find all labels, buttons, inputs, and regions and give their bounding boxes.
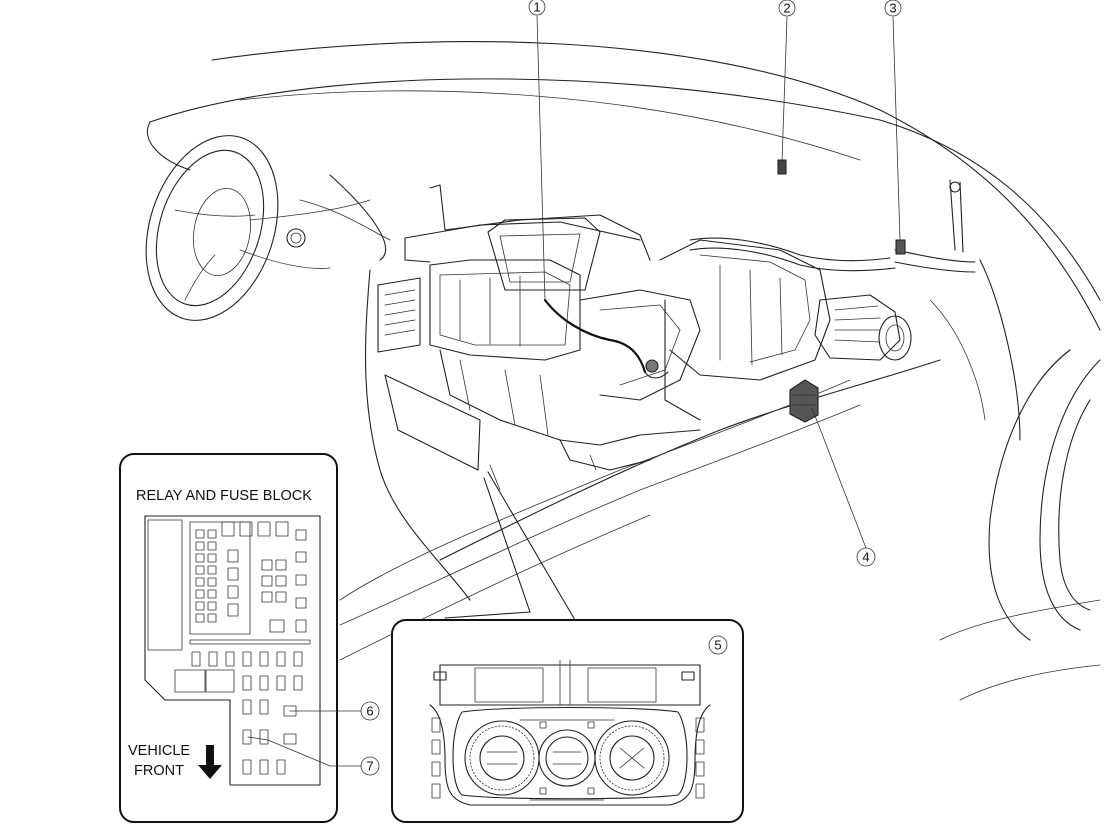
callout-2: 2 [778,0,796,17]
fan-knob [594,720,670,796]
callout-5: 5 [708,635,728,655]
vehicle-front-label-line1: VEHICLE [128,743,190,759]
leader-lines [536,15,901,549]
vehicle-front-arrow-icon [198,745,222,779]
callout-7: 7 [360,756,380,776]
callout-3-label: 3 [889,1,896,16]
zoom-connectors [444,471,607,621]
vehicle-front-label-line2: FRONT [134,763,184,779]
inset-relay-fuse-block: RELAY AND FUSE BLOCK [119,453,362,823]
callout-6-label: 6 [366,704,373,719]
callout-2-label: 2 [783,1,790,16]
relay-fuse-block-title: RELAY AND FUSE BLOCK [136,488,312,504]
inset-climate-control-unit [391,619,744,823]
callout-7-label: 7 [366,759,373,774]
callout-1-label: 1 [533,0,540,15]
callout-3: 3 [884,0,902,17]
fuse-array [191,521,307,775]
vehicle-body-outline [147,41,1101,701]
callout-1: 1 [528,0,546,16]
callout-4: 4 [856,547,876,567]
callout-5-label: 5 [714,638,721,653]
callout-6: 6 [360,701,380,721]
callout-4-label: 4 [862,550,869,565]
hvac-unit [377,159,976,491]
steering-wheel [145,135,371,321]
